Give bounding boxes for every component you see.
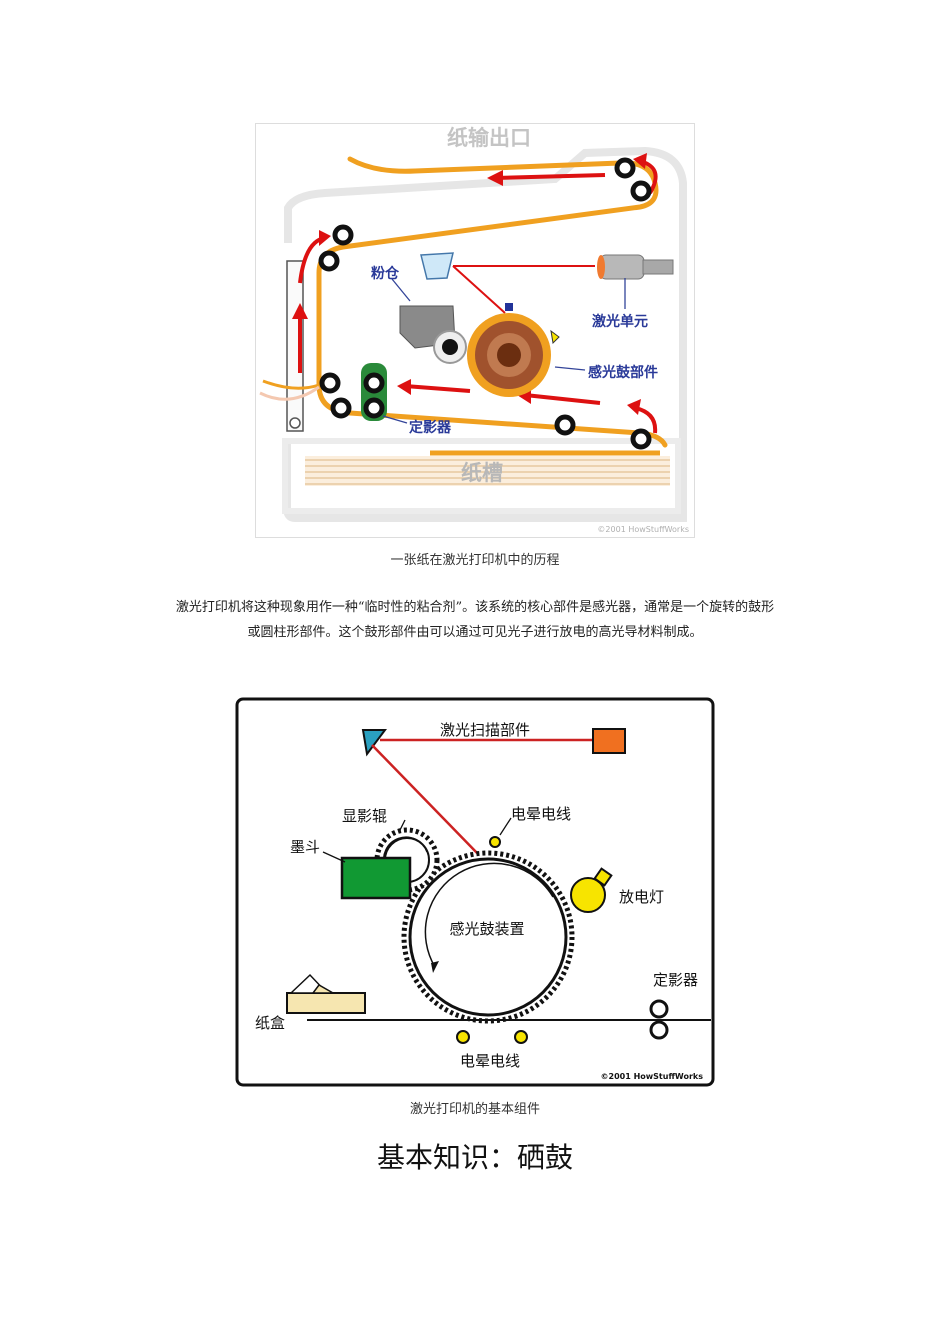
- toner-cartridge: [399, 305, 467, 364]
- label-fuser: 定影器: [409, 419, 452, 436]
- label-paper-exit: 纸输出口: [447, 126, 531, 150]
- label-discharge-lamp: 放电灯: [619, 888, 664, 906]
- label-laser-scanner: 激光扫描部件: [440, 721, 530, 739]
- rotation-arrow: [424, 862, 554, 968]
- figure2-caption: 激光打印机的基本组件: [409, 1102, 540, 1117]
- discharge-lamp: [570, 867, 613, 913]
- paper-rollers: [318, 157, 652, 450]
- label-paper-tray: 纸盒: [255, 1014, 285, 1032]
- scanner-mirror: [361, 729, 387, 757]
- drum-assembly: [401, 850, 575, 1024]
- label-corona-wire-bottom: 电晕电线: [460, 1052, 520, 1070]
- label-drum-unit: 感光鼓部件: [588, 364, 658, 381]
- printer-paper-path-diagram: 纸输出口 粉仓 激光单元 感光鼓部件 定影器 纸槽 ©2001 HowStuff…: [255, 123, 695, 538]
- label-fuser: 定影器: [653, 971, 698, 989]
- slot-roller: [289, 417, 301, 429]
- paper-path: [316, 156, 668, 448]
- paper-exit-left: [262, 379, 320, 390]
- paper-exit-left-faded: [259, 385, 320, 401]
- corona-wire-top-dot: [489, 836, 501, 848]
- laser-beam-down: [452, 265, 506, 314]
- paper-tray: [286, 973, 366, 1014]
- label-paper-tray: 纸槽: [461, 461, 503, 485]
- label-toner-hopper: 粉仓: [371, 265, 400, 282]
- copyright-2: ©2001 HowStuffWorks: [601, 1072, 704, 1081]
- section-heading: 基本知识：硒鼓: [376, 1141, 573, 1174]
- laser-unit: [597, 254, 674, 280]
- paper-tray-housing: [282, 438, 681, 514]
- toner-hopper: [340, 856, 412, 900]
- laser-source: [592, 728, 626, 754]
- paper-stack: [305, 456, 670, 486]
- body-paragraph: 激光打印机将这种现象用作一种“临时性的粘合剂”。该系统的核心部件是感光器，通常是…: [140, 595, 810, 645]
- label-toner-hopper: 墨斗: [290, 838, 320, 856]
- label-laser-unit: 激光单元: [592, 313, 648, 330]
- label-developer-roller: 显影辊: [342, 807, 387, 825]
- fuser-rollers: [649, 999, 669, 1040]
- label-corona-wire-top: 电晕电线: [511, 805, 571, 823]
- paragraph-line-1: 激光打印机将这种现象用作一种“临时性的粘合剂”。该系统的核心部件是感光器，通常是…: [175, 600, 775, 615]
- photosensitive-drum: [467, 303, 560, 397]
- printer-components-diagram: 激光扫描部件 显影辊 电晕电线 墨斗 放电灯 感光鼓装置 定影器 纸盒 电晕电线…: [235, 697, 715, 1087]
- figure1-caption: 一张纸在激光打印机中的历程: [390, 553, 560, 568]
- corona-wire-bottom-dot-2: [514, 1030, 528, 1044]
- corona-wire-bottom-dot-1: [456, 1030, 470, 1044]
- paragraph-line-2: 或圆柱形部件。这个鼓形部件由可以通过可见光子进行放电的高光导材料制成。: [247, 625, 703, 640]
- laser-beam-diagonal: [371, 744, 480, 856]
- copyright-1: ©2001 HowStuffWorks: [597, 525, 689, 534]
- fuser-unit: [361, 363, 387, 421]
- label-drum: 感光鼓装置: [449, 920, 524, 938]
- printer-housing: [283, 146, 687, 522]
- toner-funnel: [420, 252, 454, 280]
